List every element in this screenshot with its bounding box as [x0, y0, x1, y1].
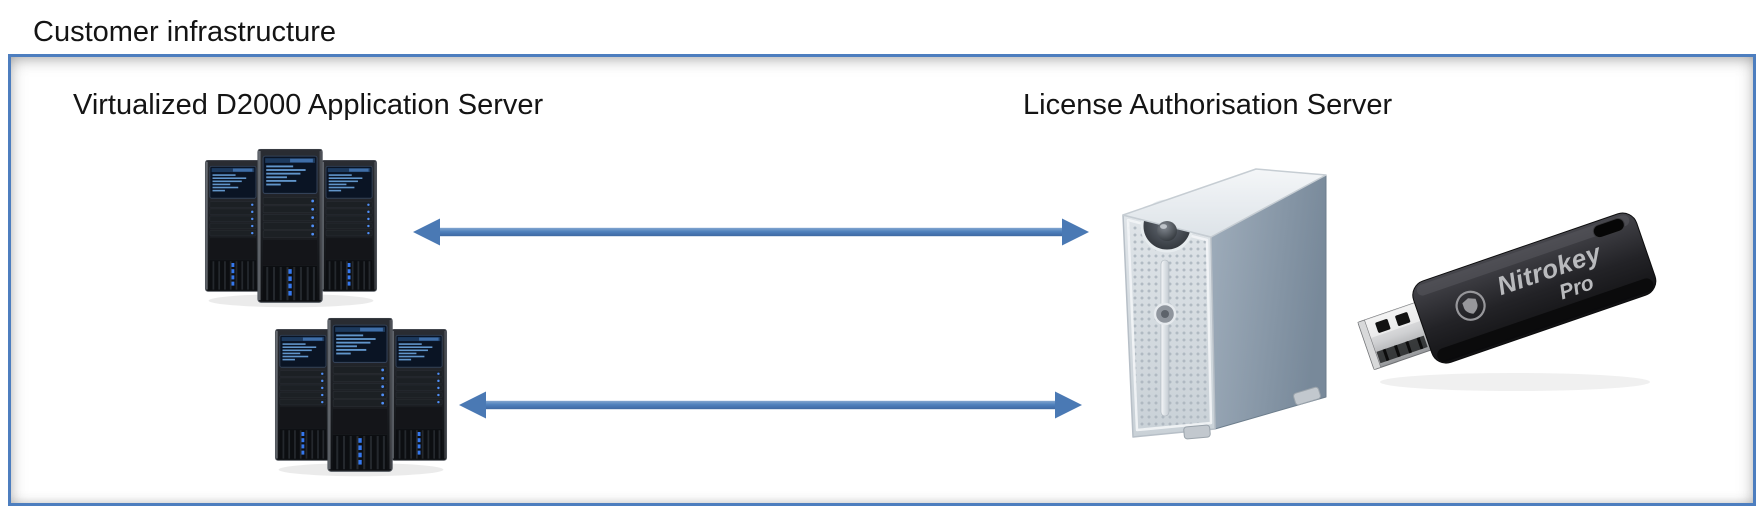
- bidirectional-arrow-icon: [459, 391, 1082, 419]
- server-cluster-icon: [202, 147, 380, 310]
- license-server-label: License Authorisation Server: [1023, 89, 1393, 121]
- server-cluster-icon: [272, 316, 450, 479]
- tower-server-icon: [1122, 168, 1327, 440]
- bidirectional-arrow-icon: [413, 218, 1089, 246]
- diagram-title: Customer infrastructure: [33, 16, 336, 48]
- nitrokey-usb-icon: Nitrokey Pro: [1357, 212, 1657, 391]
- app-server-label: Virtualized D2000 Application Server: [73, 89, 544, 121]
